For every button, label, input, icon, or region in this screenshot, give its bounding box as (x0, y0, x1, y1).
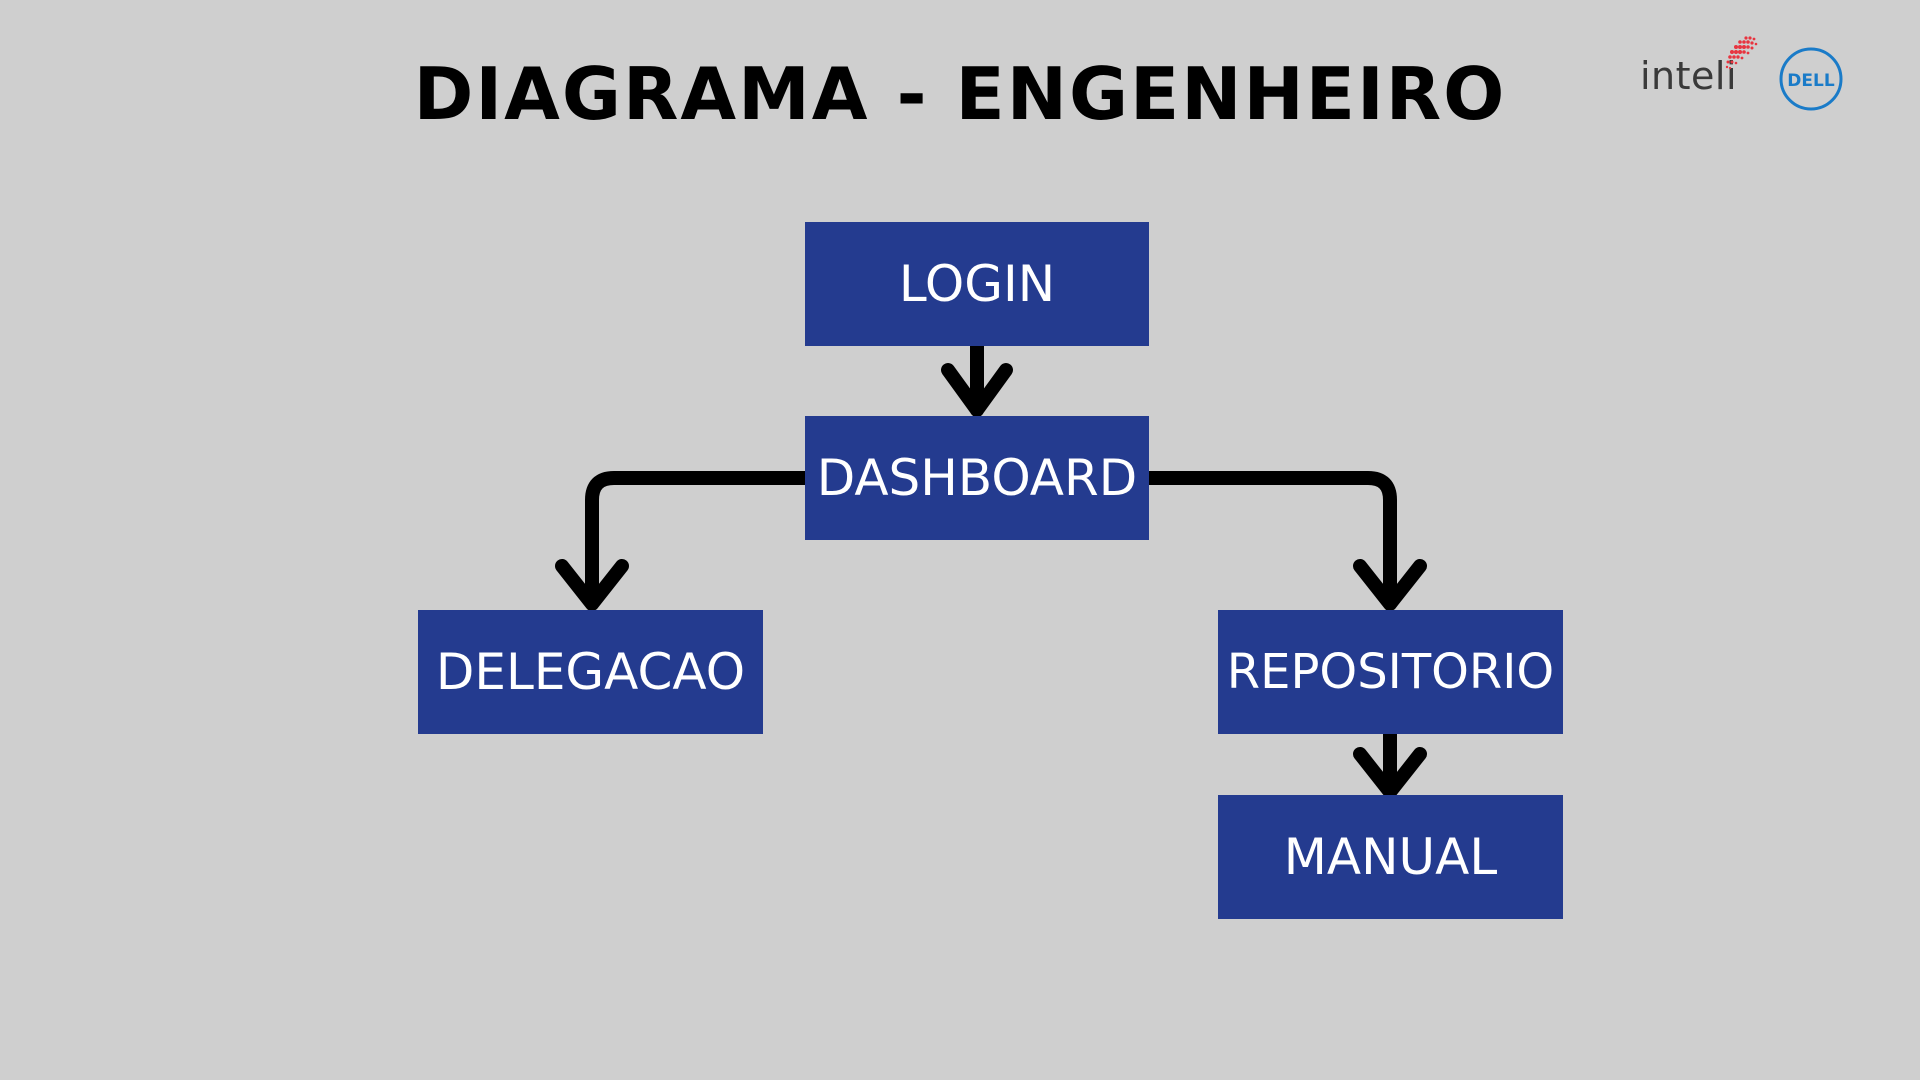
node-dashboard: DASHBOARD (805, 416, 1149, 540)
dell-logo-text: DELL (1787, 71, 1835, 91)
edge-dashboard-repositorio (1142, 471, 1397, 607)
node-repositorio: REPOSITORIO (1218, 610, 1563, 734)
inteli-logo-icon: inteli (1638, 34, 1758, 102)
inteli-wordmark: inteli (1640, 54, 1738, 98)
dell-logo-icon: DELL (1779, 47, 1843, 111)
arrowhead-login-dashboard (941, 363, 1013, 417)
node-delegacao: DELEGACAO (418, 610, 763, 734)
node-dashboard-label: DASHBOARD (816, 449, 1138, 507)
node-login-label: LOGIN (898, 255, 1056, 313)
arrowhead-dashboard-delegacao (555, 559, 629, 611)
arrowhead-repositorio-manual (1353, 747, 1427, 799)
node-repositorio-label: REPOSITORIO (1226, 644, 1555, 700)
node-delegacao-label: DELEGACAO (435, 643, 746, 701)
arrowhead-dashboard-repositorio (1353, 559, 1427, 611)
node-manual: MANUAL (1218, 795, 1563, 919)
node-manual-label: MANUAL (1283, 828, 1498, 886)
inteli-dots-icon (1725, 36, 1758, 70)
page-title: DIAGRAMA - ENGENHEIRO (413, 52, 1507, 136)
edge-dashboard-delegacao (585, 471, 812, 607)
node-login: LOGIN (805, 222, 1149, 346)
